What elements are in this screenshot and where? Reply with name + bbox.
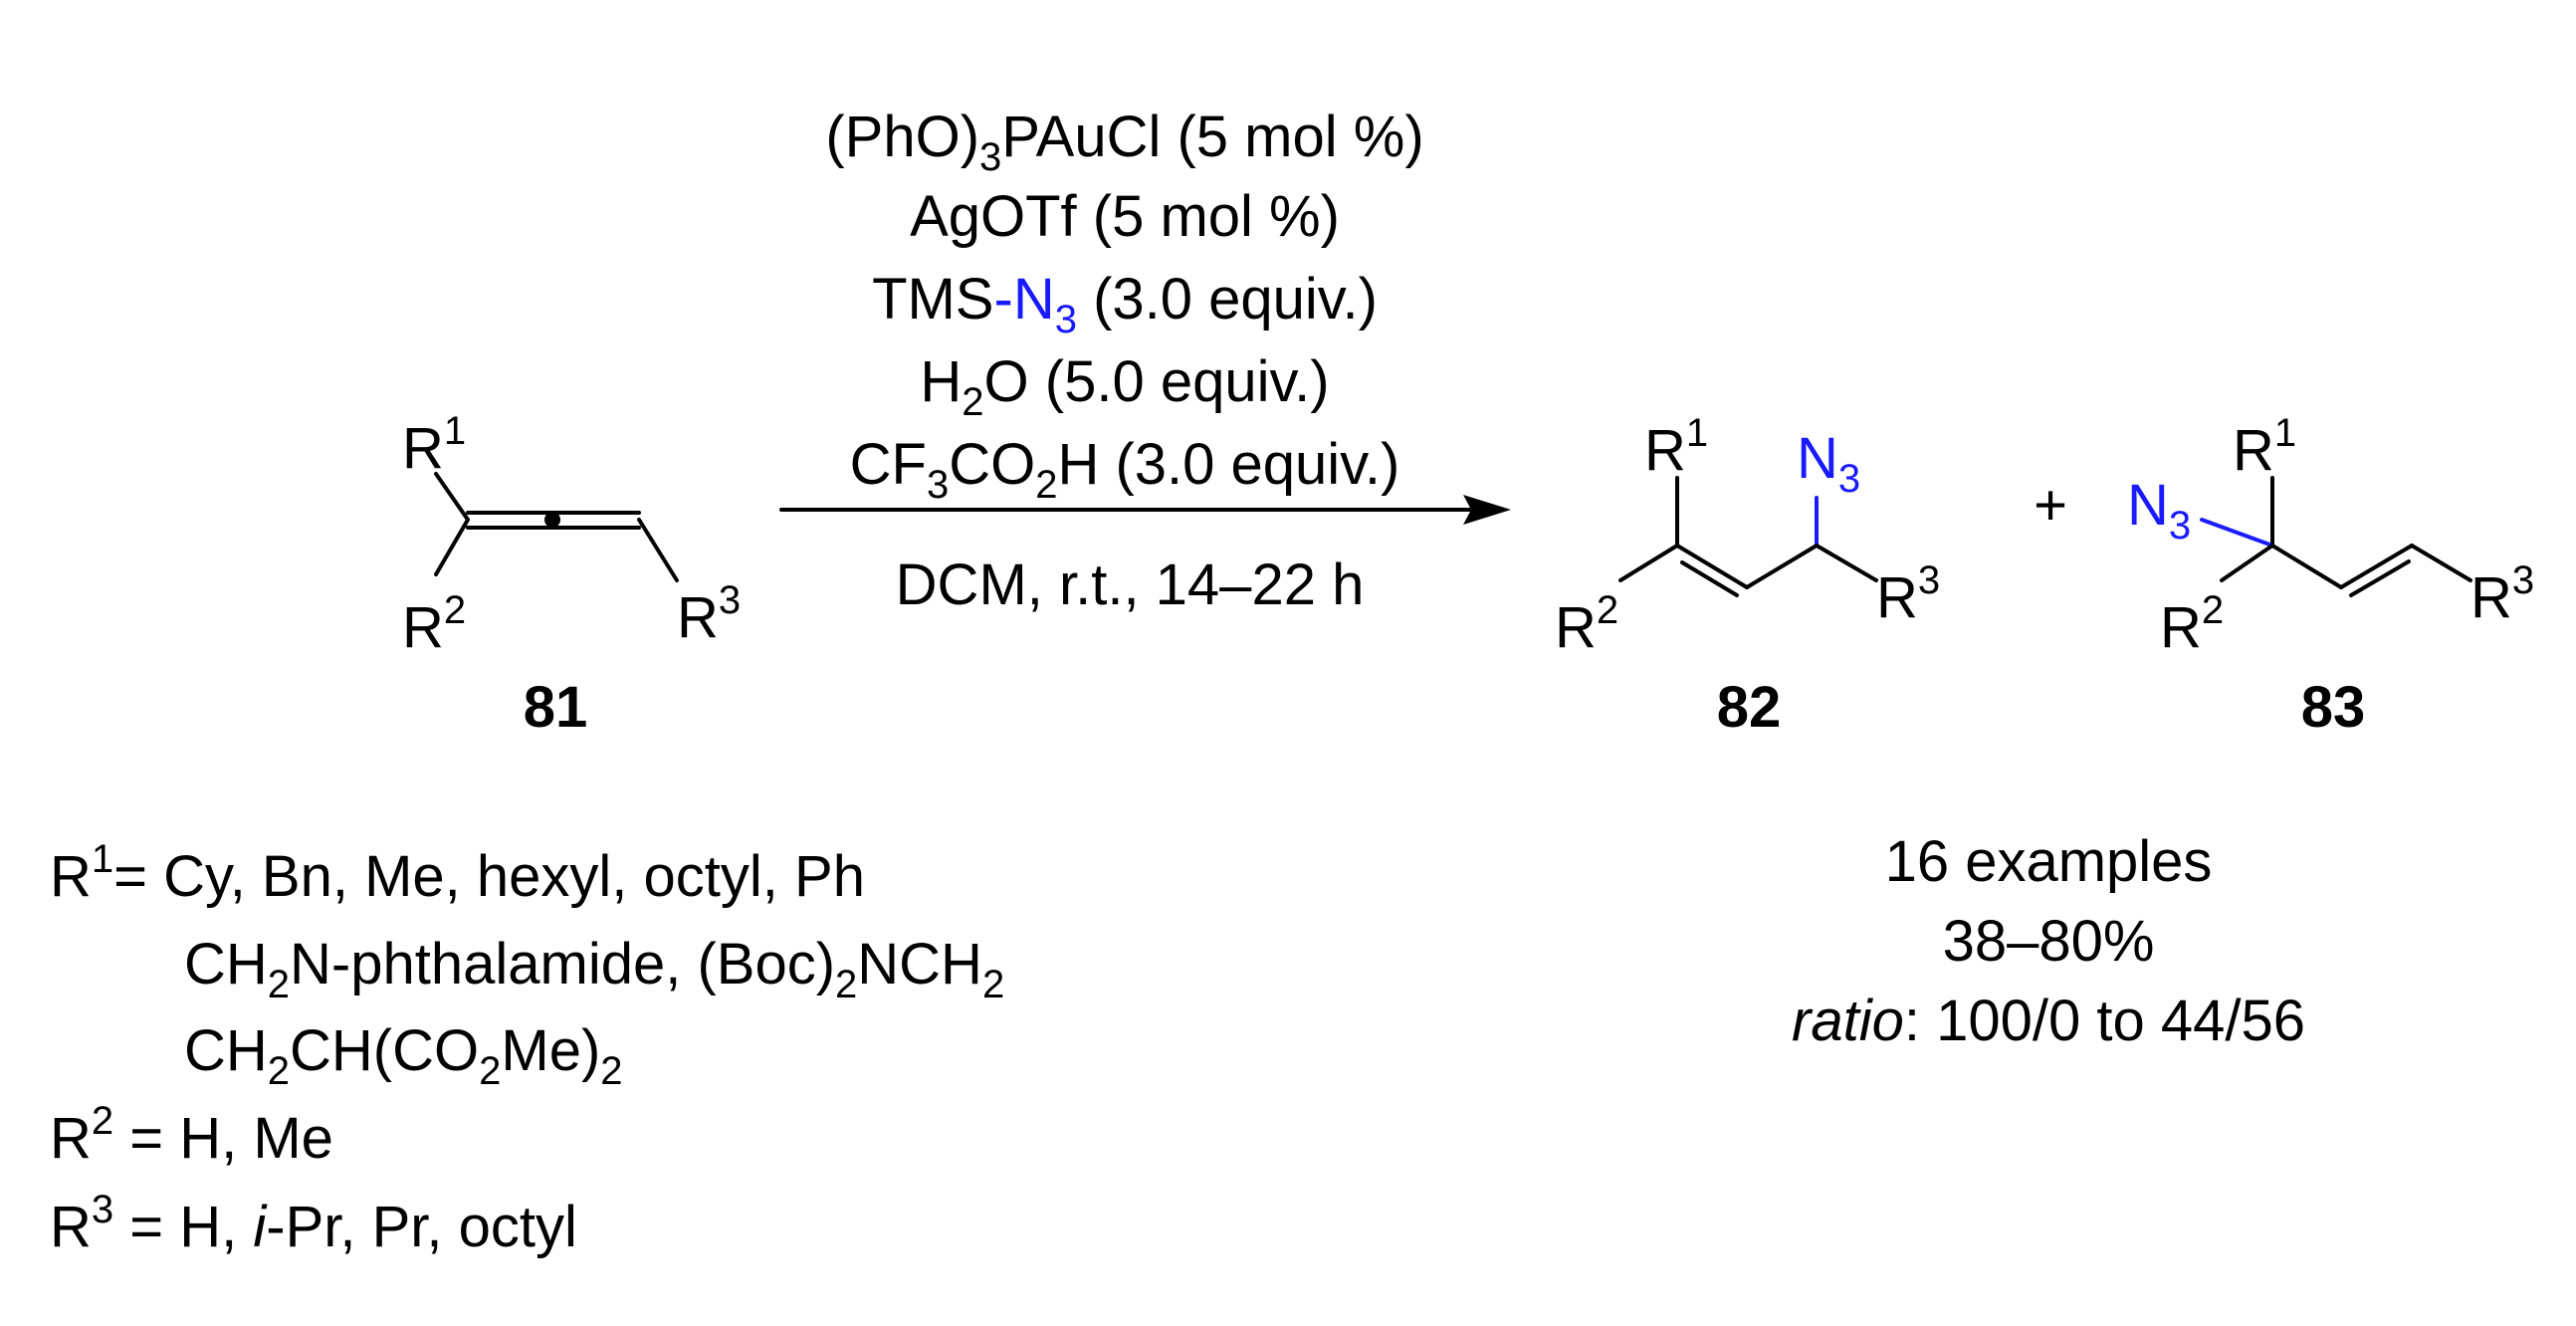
83-r2-label: R2: [2160, 588, 2224, 660]
bond-82-r3: [1815, 544, 1878, 582]
reaction-conditions: DCM, r.t., 14–22 h: [896, 552, 1365, 617]
reagent-block: (PhO)3PAuCl (5 mol %) AgOTf (5 mol %) TM…: [779, 105, 1511, 617]
bond-83-double-inner: [2349, 559, 2411, 597]
reagent-cocatalyst: AgOTf (5 mol %): [910, 184, 1340, 249]
compound-label-82: 82: [1717, 675, 1782, 740]
plus-sign: +: [2034, 473, 2067, 538]
substituent-r1-line2: CH2N-phthalamide, (Boc)2NCH2: [184, 932, 1004, 1006]
reagent-catalyst: (PhO)3PAuCl (5 mol %): [825, 105, 1423, 179]
bond-82-chain: [1745, 544, 1819, 589]
compound-label-81: 81: [524, 675, 588, 740]
compound-83: R1 N3 R2 R3 83: [2127, 411, 2534, 740]
bond-81-r1: [434, 472, 470, 522]
results-block: 16 examples 38–80% ratio: 100/0 to 44/56: [1792, 829, 2305, 1053]
83-azide-label: N3: [2127, 473, 2191, 548]
bond-83-double-outer: [2339, 544, 2414, 589]
82-r2-label: R2: [1555, 588, 1618, 660]
results-examples: 16 examples: [1885, 829, 2213, 894]
compound-label-83: 83: [2301, 675, 2366, 740]
allene-central-carbon-dot: [544, 512, 560, 528]
substituent-r3-line: R3 = H, i-Pr, Pr, octyl: [50, 1188, 577, 1259]
reagent-azide-source: TMS-N3 (3.0 equiv.): [872, 267, 1378, 341]
reagent-acid: CF3CO2H (3.0 equiv.): [850, 432, 1400, 507]
bond-83-r3: [2410, 544, 2472, 582]
bond-82-double-outer: [1675, 544, 1749, 589]
substituent-r1-line3: CH2CH(CO2Me)2: [184, 1018, 623, 1093]
bond-81-r2: [434, 518, 470, 576]
compound-82: R1 R2 R3 N3 82: [1555, 411, 1940, 740]
bond-81-r3: [637, 518, 679, 582]
81-r2-label: R2: [402, 588, 466, 660]
bond-83-chain: [2270, 544, 2343, 589]
reagent-water: H2O (5.0 equiv.): [920, 349, 1329, 424]
results-ratio: ratio: 100/0 to 44/56: [1792, 989, 2305, 1053]
82-r1-label: R1: [1644, 411, 1708, 483]
reaction-arrow-head: [1463, 495, 1511, 525]
bond-83-r2: [2220, 544, 2274, 582]
bond-82-r2: [1618, 544, 1679, 582]
82-r3-label: R3: [1876, 558, 1940, 630]
83-r3-label: R3: [2470, 558, 2534, 630]
substituent-r2-line: R2 = H, Me: [50, 1099, 333, 1171]
substituent-r1-line1: R1= Cy, Bn, Me, hexyl, octyl, Ph: [50, 837, 865, 909]
bond-82-double-inner: [1680, 560, 1739, 597]
substituent-list: R1= Cy, Bn, Me, hexyl, octyl, Ph CH2N-ph…: [50, 837, 1004, 1259]
compound-81: R1 R2 R3 81: [402, 409, 741, 740]
bond-83-azide: [2200, 518, 2274, 548]
82-azide-label: N3: [1797, 426, 1860, 501]
81-r1-label: R1: [402, 409, 466, 481]
results-yield: 38–80%: [1943, 909, 2155, 974]
83-r1-label: R1: [2233, 411, 2296, 483]
81-r3-label: R3: [677, 578, 741, 650]
